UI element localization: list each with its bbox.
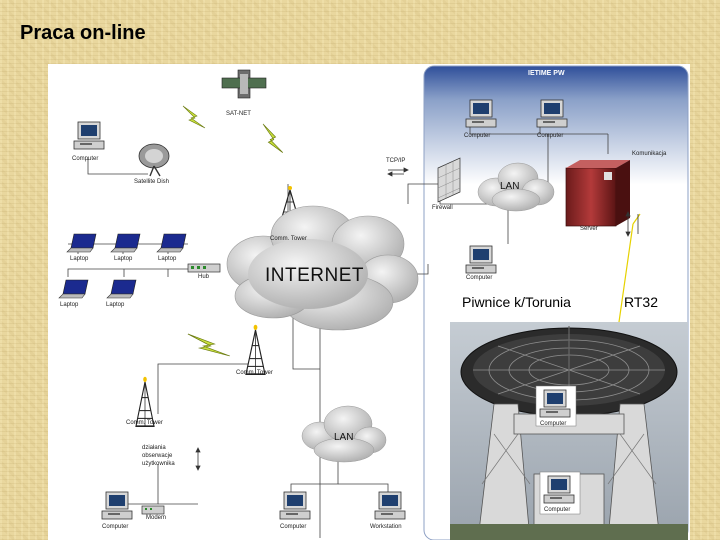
panel-computer-3-label: Computer xyxy=(466,275,493,281)
internet-label: INTERNET xyxy=(265,265,364,286)
comm-tower-top-label: Comm. Tower xyxy=(270,236,307,242)
laptop-4-label: Laptop xyxy=(60,302,79,308)
panel-lan-label: LAN xyxy=(500,181,520,192)
laptop-3-label: Laptop xyxy=(158,256,177,262)
computer-top-label: Computer xyxy=(72,156,99,162)
sat-net-label: SAT-NET xyxy=(226,111,251,117)
server-label: Server xyxy=(580,226,598,232)
panel-computer-1-label: Computer xyxy=(464,133,491,139)
panel-computer-2-label: Computer xyxy=(537,133,564,139)
tcpip-label: TCP/IP xyxy=(386,158,406,164)
remote-note-label: działania obserwacje użytkownika xyxy=(142,445,175,467)
laptop-2-label: Laptop xyxy=(114,256,133,262)
hub-label: Hub xyxy=(198,274,210,280)
modem-label: Modem xyxy=(146,515,167,521)
satellite-dish-label: Satellite Dish xyxy=(134,179,170,185)
telescope-computer-1-label: Computer xyxy=(540,421,567,427)
computer-bm-label: Computer xyxy=(280,524,307,530)
komunikacja-label: Komunikacja xyxy=(632,151,667,157)
comm-tower-low-label: Comm. Tower xyxy=(126,420,163,426)
firewall-label: Firewall xyxy=(432,205,453,211)
workstation-label: Workstation xyxy=(370,524,402,530)
telescope-computer-2-label: Computer xyxy=(544,507,571,513)
panel-title: IETIME PW xyxy=(528,70,565,77)
lan-bottom-label: LAN xyxy=(334,432,354,443)
slide-title: Praca on-line xyxy=(20,22,146,44)
comm-tower-mid-label: Comm. Tower xyxy=(236,370,273,376)
piwnice-label: Piwnice k/Torunia xyxy=(462,294,571,310)
laptop-1-label: Laptop xyxy=(70,256,89,262)
network-diagram: SAT-NET Computer Satellite Dish Comm. To… xyxy=(48,64,690,540)
computer-bl-label: Computer xyxy=(102,524,129,530)
diagram-graphics xyxy=(58,65,689,540)
rt32-label: RT32 xyxy=(624,294,658,310)
laptop-5-label: Laptop xyxy=(106,302,125,308)
